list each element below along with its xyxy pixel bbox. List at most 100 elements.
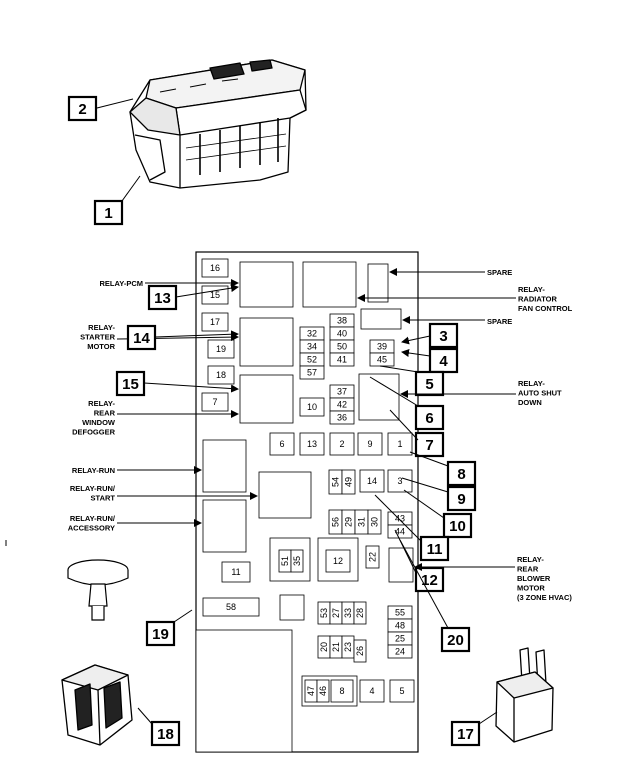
fuse-cell: 49 — [341, 469, 356, 495]
relay-pcm — [239, 261, 294, 308]
label-spare-mid: SPARE — [487, 317, 512, 326]
callout-number: 9 — [457, 491, 465, 508]
fuse-number: 32 — [307, 329, 317, 339]
fuse-cell: 48 — [387, 618, 413, 633]
callout-10: 10 — [442, 512, 473, 539]
fuse-number: 51 — [280, 556, 290, 566]
fuse-number: 13 — [307, 439, 317, 449]
fuse-number: 49 — [344, 477, 354, 487]
callout-6: 6 — [414, 404, 445, 431]
fuse-cell: 42 — [329, 397, 355, 412]
callout-17: 17 — [450, 720, 481, 747]
relay-spare-top — [367, 263, 389, 303]
label-line: MOTOR — [87, 342, 115, 351]
label-relay-run-start: RELAY-RUN/START — [70, 484, 116, 503]
relay-rear-window-defogger — [239, 374, 294, 424]
label-line: DOWN — [518, 398, 542, 407]
callout-number: 5 — [425, 376, 433, 393]
fuse-number: 14 — [367, 476, 377, 486]
leader-line — [389, 409, 419, 441]
fuse-number: 28 — [355, 608, 365, 618]
callout-19: 19 — [145, 620, 176, 647]
leader-line — [154, 330, 239, 339]
leader-line — [175, 284, 239, 298]
fuse-number: 52 — [307, 355, 317, 365]
fuse-cell: 40 — [329, 326, 355, 341]
fuse-cell: 37 — [329, 384, 355, 399]
fuse-number: 8 — [339, 686, 344, 696]
fuse-number: 22 — [368, 552, 378, 562]
fuse-cell: 38 — [329, 313, 355, 328]
label-line: RELAY- — [518, 379, 545, 388]
fuse-cell: 39 — [369, 339, 395, 354]
leader-line — [403, 489, 445, 519]
label-line: RELAY- — [88, 399, 115, 408]
fuse-puller-illustration — [67, 559, 129, 621]
fuse-number: 57 — [307, 368, 317, 378]
fuse-number: 45 — [377, 355, 387, 365]
leader-line — [369, 376, 419, 407]
fuse-number: 47 — [306, 686, 316, 696]
leader-line — [137, 707, 153, 725]
fuse-cell: 44 — [387, 524, 413, 539]
fuse-cell: 35 — [290, 549, 304, 573]
label-line: FAN CONTROL — [518, 304, 573, 313]
callout-15: 15 — [115, 370, 146, 397]
fuse-number: 31 — [357, 517, 367, 527]
label-line: REAR — [94, 409, 116, 418]
fuse-number: 19 — [216, 344, 226, 354]
fuse-number: 44 — [395, 527, 405, 537]
fuse-cell: 54 — [328, 469, 343, 495]
callout-1: 1 — [93, 199, 124, 226]
fuse-cell: 41 — [329, 352, 355, 367]
fuse-cell: 2 — [329, 432, 355, 456]
fuse-cell: 13 — [299, 432, 325, 456]
callout-8: 8 — [446, 460, 477, 487]
relay-housing-12 — [317, 537, 359, 582]
label-line: RELAY- — [518, 285, 545, 294]
fuse-number: 25 — [395, 634, 405, 644]
label-line: AUTO SHUT — [518, 389, 562, 398]
fuse-cell: 7 — [201, 392, 229, 412]
label-line: SPARE — [487, 317, 512, 326]
callout-11: 11 — [419, 535, 450, 562]
fuse-cell: 6 — [269, 432, 295, 456]
leader-line — [379, 365, 419, 373]
fuse-number: 17 — [210, 317, 220, 327]
lower-block — [195, 629, 293, 753]
fuse-number: 50 — [337, 342, 347, 352]
fuse-number: 56 — [331, 517, 341, 527]
fuse-cell: 32 — [299, 326, 325, 341]
fuse-number: 46 — [318, 686, 328, 696]
fuse-cell: 55 — [387, 605, 413, 620]
label-line: (3 ZONE HVAC) — [517, 593, 572, 602]
fuse-number: 5 — [399, 686, 404, 696]
fuse-number: 43 — [395, 514, 405, 524]
leader-line — [173, 609, 193, 623]
fuse-number: 35 — [292, 556, 302, 566]
callout-number: 8 — [457, 466, 465, 483]
fuse-cell: 27 — [329, 601, 343, 625]
fuse-cell: 10 — [299, 397, 325, 417]
fuse-cell: 36 — [329, 410, 355, 425]
fuse-number: 4 — [369, 686, 374, 696]
fuse-number: 42 — [337, 400, 347, 410]
callout-number: 17 — [457, 726, 474, 743]
callout-5: 5 — [414, 370, 445, 397]
leader-line — [394, 529, 417, 574]
callout-number: 13 — [154, 290, 171, 307]
fuse-number: 38 — [337, 316, 347, 326]
relay-spare-mid — [360, 308, 402, 330]
fuse-cell: 4 — [359, 679, 385, 703]
fuse-number: 34 — [307, 342, 317, 352]
label-line: REAR — [517, 565, 539, 574]
fuse-blank — [279, 594, 305, 621]
label-relay-run-accessory: RELAY-RUN/ACCESSORY — [68, 514, 116, 533]
fuse-number: 7 — [212, 397, 217, 407]
label-line: RELAY-PCM — [100, 279, 143, 288]
fuse-cell: 43 — [387, 511, 413, 526]
relay-radiator-fan — [302, 261, 357, 308]
